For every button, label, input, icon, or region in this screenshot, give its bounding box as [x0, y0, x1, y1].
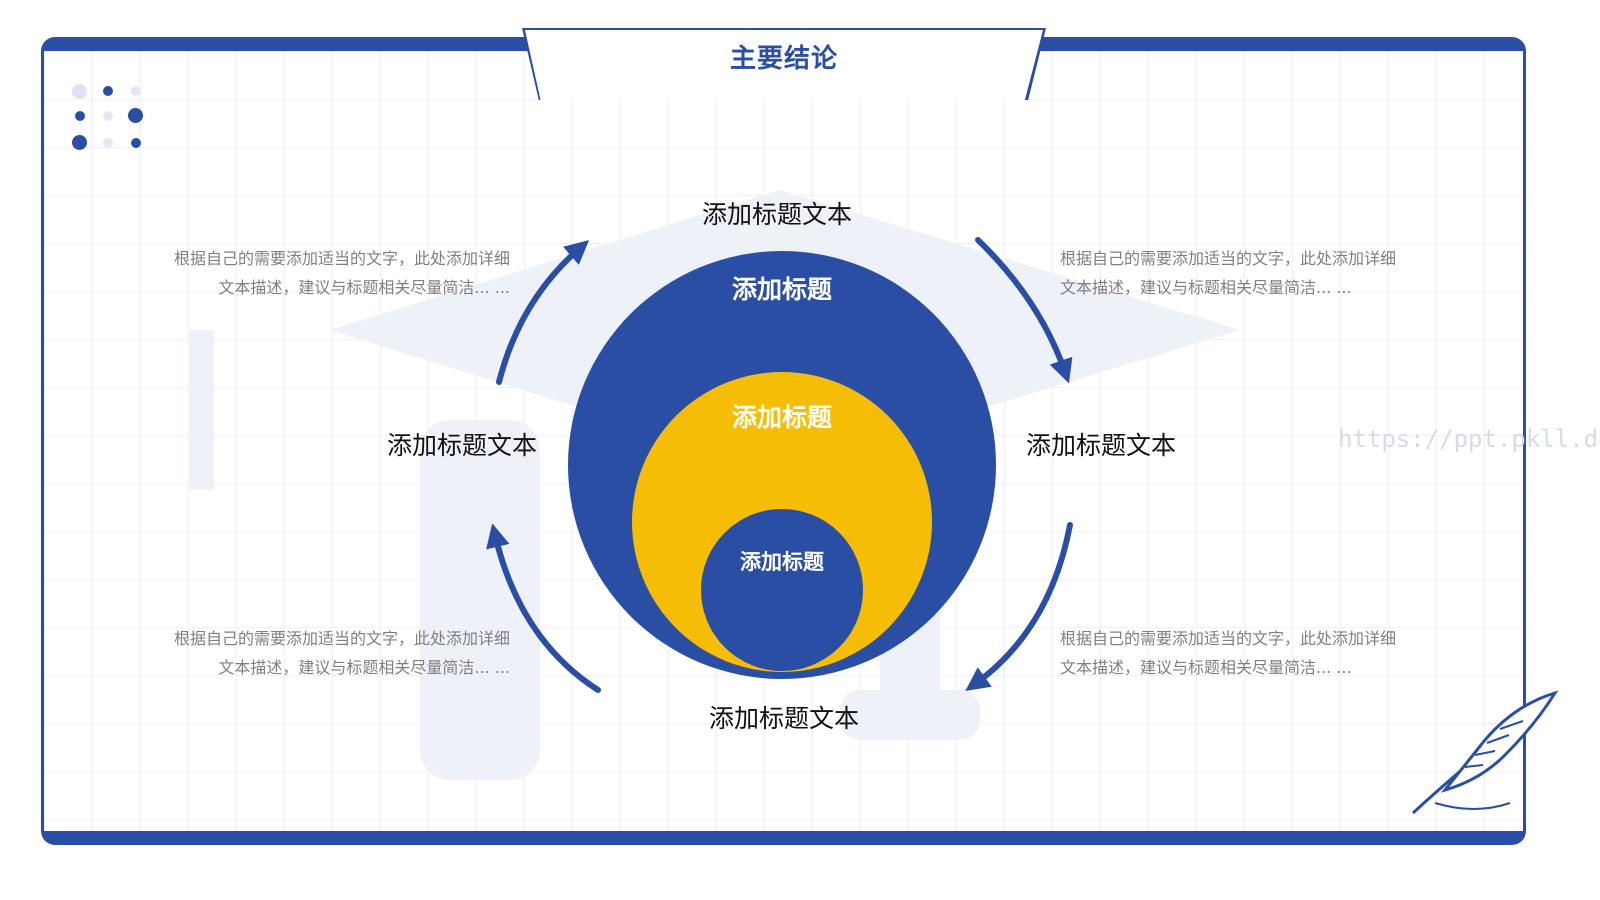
- inner-circle: [701, 509, 863, 671]
- description-line: 文本描述，建议与标题相关尽量简洁... ...: [218, 658, 510, 677]
- description-line: 根据自己的需要添加适当的文字，此处添加详细: [1060, 629, 1397, 648]
- middle-circle-label: 添加标题: [731, 403, 832, 432]
- outer-circle-label: 添加标题: [731, 275, 832, 304]
- cycle-label-top: 添加标题文本: [702, 200, 853, 229]
- inner-circle-label: 添加标题: [740, 550, 824, 574]
- description-bottom-right: 根据自己的需要添加适当的文字，此处添加详细 文本描述，建议与标题相关尽量简洁..…: [1060, 624, 1420, 682]
- cycle-label-left: 添加标题文本: [387, 431, 538, 460]
- arrow-top-left: [496, 240, 590, 385]
- cycle-label-right: 添加标题文本: [1026, 431, 1177, 460]
- dot-grid-icon: [66, 80, 156, 160]
- description-line: 根据自己的需要添加适当的文字，此处添加详细: [173, 249, 510, 268]
- title-tab: [525, 30, 1043, 100]
- description-top-right: 根据自己的需要添加适当的文字，此处添加详细 文本描述，建议与标题相关尽量简洁..…: [1060, 244, 1420, 302]
- arrow-bottom-left: [486, 523, 601, 693]
- feather-quill-icon: [1411, 690, 1559, 815]
- page-title: 主要结论: [729, 44, 838, 74]
- description-line: 根据自己的需要添加适当的文字，此处添加详细: [173, 629, 510, 648]
- description-bottom-left: 根据自己的需要添加适当的文字，此处添加详细 文本描述，建议与标题相关尽量简洁..…: [150, 624, 510, 682]
- description-line: 文本描述，建议与标题相关尽量简洁... ...: [1060, 658, 1352, 677]
- watermark-url: https://ppt.pkll.de: [1338, 425, 1600, 453]
- description-line: 根据自己的需要添加适当的文字，此处添加详细: [1060, 249, 1397, 268]
- description-line: 文本描述，建议与标题相关尽量简洁... ...: [218, 278, 510, 297]
- description-line: 文本描述，建议与标题相关尽量简洁... ...: [1060, 278, 1352, 297]
- arrow-top-right: [975, 237, 1073, 384]
- description-top-left: 根据自己的需要添加适当的文字，此处添加详细 文本描述，建议与标题相关尽量简洁..…: [150, 244, 510, 302]
- cycle-label-bottom: 添加标题文本: [709, 704, 860, 733]
- arrow-bottom-right: [965, 522, 1073, 692]
